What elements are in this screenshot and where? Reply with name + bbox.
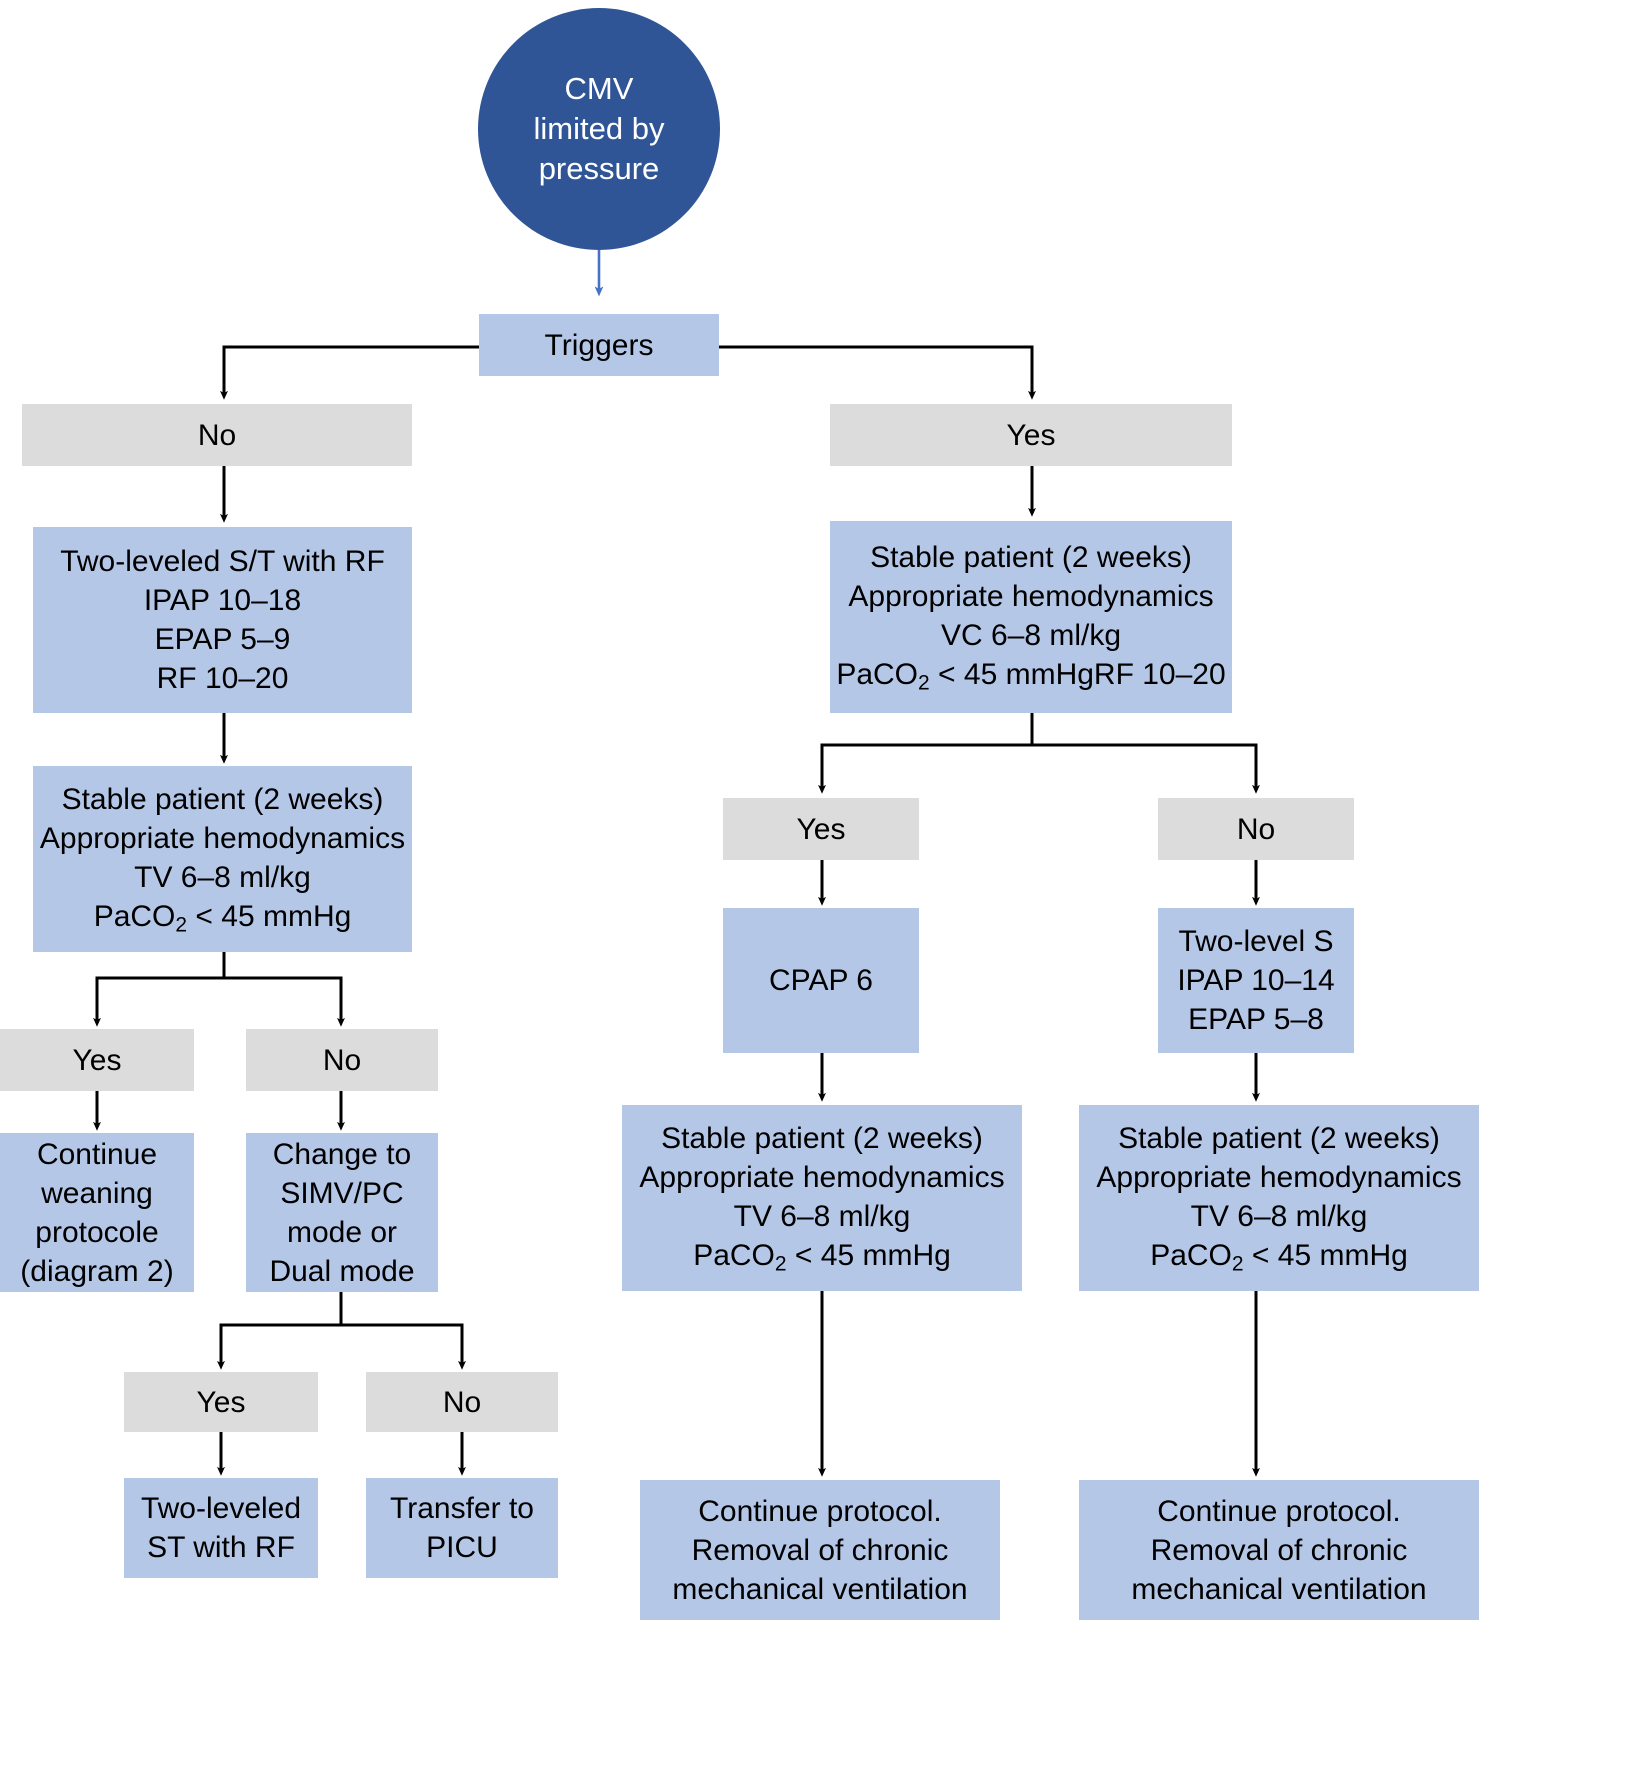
right-stable-line-2: Appropriate hemodynamics (848, 579, 1214, 613)
continue-protocol-far-line-1: Continue protocol. (1157, 1494, 1401, 1528)
left-stable-line-4: PaCO2 < 45 mmHg (93, 899, 352, 936)
node-two-leveled-st-with-rf[interactable]: Two-leveled ST with RF (124, 1478, 318, 1578)
decision-label-right-yes[interactable]: Yes (723, 798, 919, 860)
two-leveled-st-line-2: ST with RF (147, 1531, 295, 1564)
left-settings-line-4: RF 10–20 (156, 662, 289, 695)
decision-label-left-no-text: No (322, 1043, 362, 1077)
change-to-line-4: Dual mode (269, 1254, 415, 1288)
left-settings-line-1: Two-leveled S/T with RF (60, 545, 385, 578)
node-triggers-label: Triggers (544, 328, 654, 362)
continue-protocol-mid-line-3: mechanical ventilation (672, 1572, 968, 1606)
right-stable-mid-line-1: Stable patient (2 weeks) (661, 1121, 983, 1155)
start-node-cmv[interactable]: CMV limited by pressure (478, 8, 720, 250)
decision-label-right-yes-text: Yes (796, 812, 846, 846)
node-change-to-simv-pc[interactable]: Change to SIMV/PC mode or Dual mode (246, 1133, 438, 1292)
two-level-s-line-3: EPAP 5–8 (1188, 1003, 1324, 1036)
right-stable-line-1: Stable patient (2 weeks) (870, 540, 1192, 574)
node-triggers[interactable]: Triggers (479, 314, 719, 376)
right-stable-far-line-1: Stable patient (2 weeks) (1118, 1121, 1440, 1155)
node-continue-weaning-protocol[interactable]: Continue weaning protocole (diagram 2) (0, 1133, 194, 1292)
decision-label-left-yes-text: Yes (72, 1043, 122, 1077)
decision-label-triggers-yes[interactable]: Yes (830, 404, 1232, 466)
right-stable-line-4: PaCO2 < 45 mmHgRF 10–20 (836, 657, 1226, 694)
decision-label-left-no[interactable]: No (246, 1029, 438, 1091)
decision-label-left-yes-2-text: Yes (196, 1385, 246, 1419)
left-stable-line-2: Appropriate hemodynamics (39, 821, 406, 855)
decision-label-left-no-2[interactable]: No (366, 1372, 558, 1432)
decision-label-right-no-text: No (1236, 812, 1276, 846)
cpap-line-1: CPAP 6 (769, 964, 873, 997)
continue-weaning-line-3: protocole (35, 1215, 159, 1249)
node-transfer-to-picu[interactable]: Transfer to PICU (366, 1478, 558, 1578)
transfer-picu-line-2: PICU (426, 1531, 498, 1564)
right-stable-far-line-4: PaCO2 < 45 mmHg (1150, 1238, 1408, 1275)
node-cpap-6[interactable]: CPAP 6 (723, 908, 919, 1053)
decision-label-triggers-no-text: No (197, 418, 237, 452)
node-left-settings[interactable]: Two-leveled S/T with RF IPAP 10–18 EPAP … (33, 527, 412, 713)
two-level-s-line-2: IPAP 10–14 (1177, 964, 1335, 997)
change-to-line-2: SIMV/PC (280, 1176, 404, 1210)
right-stable-far-line-3: TV 6–8 ml/kg (1190, 1199, 1368, 1233)
continue-protocol-far-line-2: Removal of chronic (1150, 1533, 1408, 1567)
node-right-stable-patient[interactable]: Stable patient (2 weeks) Appropriate hem… (830, 521, 1232, 713)
continue-weaning-line-4: (diagram 2) (20, 1254, 174, 1288)
node-right-stable-mid[interactable]: Stable patient (2 weeks) Appropriate hem… (622, 1105, 1022, 1291)
right-stable-line-3: VC 6–8 ml/kg (940, 618, 1122, 652)
continue-protocol-mid-line-2: Removal of chronic (691, 1533, 949, 1567)
right-stable-mid-line-3: TV 6–8 ml/kg (733, 1199, 911, 1233)
continue-protocol-mid-line-1: Continue protocol. (698, 1494, 942, 1528)
continue-protocol-far-line-3: mechanical ventilation (1131, 1572, 1427, 1606)
left-settings-line-2: IPAP 10–18 (143, 584, 302, 617)
node-left-stable-patient[interactable]: Stable patient (2 weeks) Appropriate hem… (33, 766, 412, 952)
decision-label-left-no-2-text: No (442, 1385, 482, 1419)
decision-label-triggers-yes-text: Yes (1006, 418, 1056, 452)
change-to-line-3: mode or (286, 1215, 398, 1249)
node-right-stable-far[interactable]: Stable patient (2 weeks) Appropriate hem… (1079, 1105, 1479, 1291)
decision-label-left-yes[interactable]: Yes (0, 1029, 194, 1091)
left-stable-line-3: TV 6–8 ml/kg (134, 860, 311, 894)
node-continue-protocol-mid[interactable]: Continue protocol. Removal of chronic me… (640, 1480, 1000, 1620)
left-stable-line-1: Stable patient (2 weeks) (61, 782, 384, 816)
right-stable-mid-line-2: Appropriate hemodynamics (639, 1160, 1005, 1194)
decision-label-triggers-no[interactable]: No (22, 404, 412, 466)
two-level-s-line-1: Two-level S (1178, 925, 1334, 958)
right-stable-far-line-2: Appropriate hemodynamics (1096, 1160, 1462, 1194)
continue-weaning-line-1: Continue (36, 1137, 158, 1171)
left-settings-line-3: EPAP 5–9 (154, 623, 291, 656)
two-leveled-st-line-1: Two-leveled (140, 1492, 302, 1525)
right-stable-mid-line-4: PaCO2 < 45 mmHg (693, 1238, 951, 1275)
change-to-line-1: Change to (272, 1137, 412, 1171)
start-node-label: CMV limited by pressure (533, 70, 665, 187)
decision-label-left-yes-2[interactable]: Yes (124, 1372, 318, 1432)
node-two-level-s[interactable]: Two-level S IPAP 10–14 EPAP 5–8 (1158, 908, 1354, 1053)
continue-weaning-line-2: weaning (41, 1176, 153, 1210)
decision-label-right-no[interactable]: No (1158, 798, 1354, 860)
transfer-picu-line-1: Transfer to (390, 1492, 534, 1525)
node-continue-protocol-far[interactable]: Continue protocol. Removal of chronic me… (1079, 1480, 1479, 1620)
